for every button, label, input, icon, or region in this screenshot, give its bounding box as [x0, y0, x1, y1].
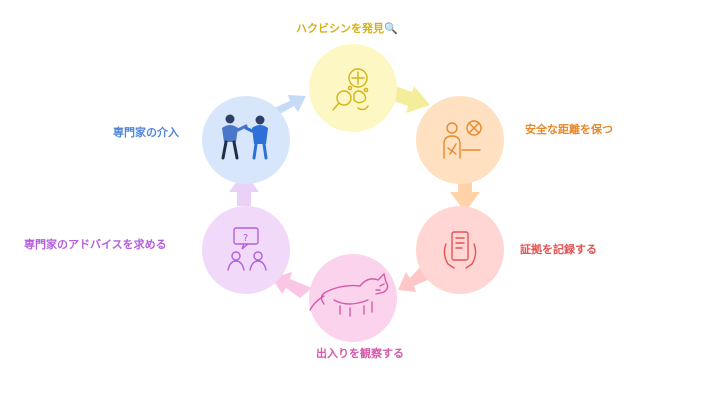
civet-icon: [309, 272, 389, 317]
step-label-observe: 出入りを観察する: [316, 347, 404, 360]
step-label-record: 証拠を記録する: [520, 243, 597, 256]
arrow-4-to-5: [272, 272, 312, 298]
experts-icon: [221, 114, 268, 160]
arrow-1-to-2: [391, 86, 430, 113]
advice-icon: [227, 227, 267, 271]
step-circle-experts: [202, 96, 290, 184]
arrow-6-to-1: [274, 95, 306, 114]
question-mark-icon: ?: [243, 233, 248, 244]
distance-icon: [443, 120, 482, 159]
magnifier-icon: 🔍: [384, 22, 398, 35]
step-circle-observe: [309, 254, 397, 342]
step-label-experts: 専門家の介入: [113, 126, 179, 139]
step-label-advice: 専門家のアドバイスを求める: [24, 238, 167, 251]
step-label-distance: 安全な距離を保つ: [525, 123, 613, 136]
record-icon: [443, 231, 477, 269]
step-circle-record: [416, 206, 504, 294]
step-label-discover: ハクビシンを発見🔍: [296, 22, 398, 35]
discover-icon: [332, 68, 369, 111]
arrow-2-to-3: [450, 178, 480, 212]
step-circle-discover: [309, 44, 397, 132]
step-circle-advice: [202, 206, 290, 294]
arrow-5-to-6: [229, 172, 259, 206]
